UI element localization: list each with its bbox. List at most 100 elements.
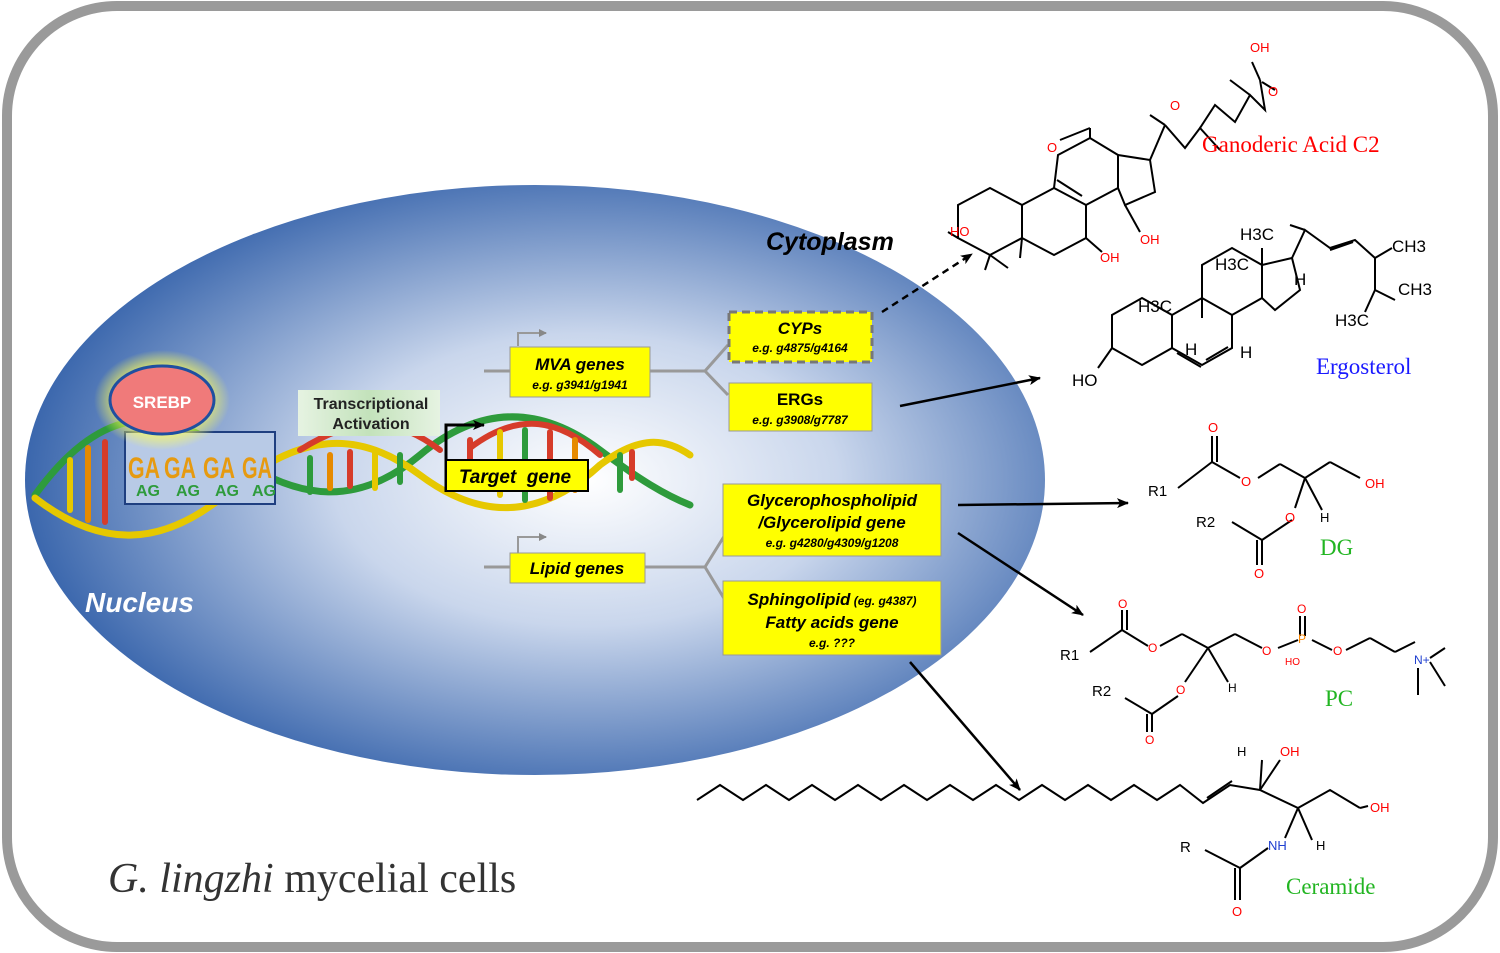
motif-top-4: GA xyxy=(242,452,272,485)
motif-bottom-2: AG xyxy=(176,483,200,500)
ganoderic-acid-structure xyxy=(947,61,1276,271)
motif-bottom-3: AG xyxy=(215,483,239,500)
pc-r2: R2 xyxy=(1092,683,1111,700)
pc-atom-labels: O O O O P O HO N+ O O H R1 R2 xyxy=(1060,597,1430,747)
ceramide-atom-labels: H OH OH NH H O R xyxy=(1180,744,1390,919)
ergosterol-atom-labels: H3C CH3 H3C H3C CH3 H3C HO H H H xyxy=(1072,225,1432,390)
gene-box-ergs: ERGs e.g. g3908/g7787 xyxy=(728,382,873,432)
glycero-line-1: Glycerophospholipid xyxy=(747,491,918,510)
ergosterol-ch3-lower: CH3 xyxy=(1398,280,1432,299)
ganoderic-o-ketone-side: O xyxy=(1170,98,1180,113)
mva-name: MVA genes xyxy=(535,355,625,374)
sphingo-line-2: Fatty acids gene xyxy=(765,613,898,632)
pc-o-phosphate-right: O xyxy=(1333,644,1342,658)
ceramide-r: R xyxy=(1180,839,1191,856)
glycero-example: e.g. g4280/g4309/g1208 xyxy=(766,536,899,550)
pc-h: H xyxy=(1228,681,1237,695)
motif-top-2: GA xyxy=(164,452,196,485)
arrow-ergs-to-ergosterol xyxy=(899,375,1041,408)
dg-o-mid: O xyxy=(1285,510,1295,525)
ergosterol-h3c-middle: H3C xyxy=(1215,255,1249,274)
ceramide-oh-top: OH xyxy=(1280,744,1300,759)
ergosterol-h3c-left: H3C xyxy=(1138,297,1172,316)
gene-box-sphingo: Sphingolipid (eg. g4387) Fatty acids gen… xyxy=(722,580,942,656)
pc-o-phosphate-top: O xyxy=(1297,602,1306,616)
motif-bottom-4: AG xyxy=(252,483,276,500)
pc-o-ester-1: O xyxy=(1148,641,1157,655)
motif-top-1: GA xyxy=(128,452,160,485)
ergosterol-ch3-right: CH3 xyxy=(1392,237,1426,256)
ceramide-o: O xyxy=(1232,904,1242,919)
arrow-glycero-to-pc xyxy=(957,531,1084,617)
motif-bottom-1: AG xyxy=(136,483,160,500)
dg-r2: R2 xyxy=(1196,514,1215,531)
svg-text:Sphingolipid (eg. g4387): Sphingolipid (eg. g4387) xyxy=(748,590,917,609)
srebp-binding-motif: GA GA GA GA AG AG AG AG xyxy=(124,431,276,505)
sphingo-example: e.g. ??? xyxy=(809,636,856,650)
dg-o-top: O xyxy=(1208,420,1218,435)
ceramide-structure xyxy=(696,759,1369,900)
pc-structure xyxy=(1089,610,1446,732)
target-gene-label: Target gene xyxy=(459,467,572,488)
glycero-line-2: /Glycerolipid gene xyxy=(757,513,905,532)
ceramide-nh: NH xyxy=(1268,838,1287,853)
ganoderic-atom-labels: OH O O O HO OH OH xyxy=(950,40,1278,265)
dg-oh: OH xyxy=(1365,476,1385,491)
mva-example: e.g. g3941/g1941 xyxy=(532,378,628,392)
ergosterol-label: Ergosterol xyxy=(1316,354,1411,379)
sphingo-name: Sphingolipid xyxy=(748,590,852,609)
pc-o-ester-2: O xyxy=(1262,644,1271,658)
activation-line-2: Activation xyxy=(332,416,409,433)
dg-label: DG xyxy=(1320,535,1353,560)
ergosterol-h3c-top: H3C xyxy=(1240,225,1274,244)
arrow-cyps-to-ganoderic xyxy=(881,252,973,314)
ganoderic-acid-label: Ganoderic Acid C2 xyxy=(1202,132,1380,157)
ergs-example: e.g. g3908/g7787 xyxy=(752,413,849,427)
cell-species: G. lingzhi xyxy=(108,856,274,902)
arrow-sphingo-to-ceramide xyxy=(909,661,1021,791)
cytoplasm-label: Cytoplasm xyxy=(766,228,894,256)
transcriptional-activation: Transcriptional Activation xyxy=(298,390,440,436)
cell-caption: G. lingzhi mycelial cells xyxy=(108,856,516,902)
activation-line-1: Transcriptional xyxy=(314,396,429,413)
dg-h: H xyxy=(1320,510,1329,525)
cyps-example: e.g. g4875/g4164 xyxy=(752,341,848,355)
dg-r1: R1 xyxy=(1148,483,1167,500)
gene-box-mva: MVA genes e.g. g3941/g1941 xyxy=(509,346,651,398)
ganoderic-oh-bottom: OH xyxy=(1100,250,1120,265)
dg-structure xyxy=(1177,436,1361,565)
ganoderic-o-ketone-ring: O xyxy=(1047,140,1057,155)
pc-label: PC xyxy=(1325,686,1353,711)
dna-helix xyxy=(31,413,694,539)
ergs-name: ERGs xyxy=(777,390,823,409)
ergosterol-h-1: H xyxy=(1294,270,1306,289)
cyps-name: CYPs xyxy=(778,319,822,338)
pc-r1: R1 xyxy=(1060,647,1079,664)
ergosterol-h-2: H xyxy=(1185,340,1197,359)
ergosterol-ho: HO xyxy=(1072,371,1098,390)
ganoderic-oh-right: OH xyxy=(1140,232,1160,247)
gene-box-cyps: CYPs e.g. g4875/g4164 xyxy=(727,310,874,364)
pc-ho: HO xyxy=(1285,657,1300,668)
pc-o-mid: O xyxy=(1176,683,1185,697)
arrow-glycero-to-dg xyxy=(957,498,1129,509)
ganoderic-ho-left: HO xyxy=(950,224,970,239)
pc-o-bottom: O xyxy=(1145,733,1154,747)
ergosterol-h3c-lower: H3C xyxy=(1335,311,1369,330)
ganoderic-o-acid: O xyxy=(1268,84,1278,99)
lipid-name: Lipid genes xyxy=(530,559,624,578)
pc-p: P xyxy=(1298,632,1306,646)
pathway-arrows xyxy=(881,252,1129,791)
ergosterol-h-3: H xyxy=(1240,343,1252,362)
srebp-label: SREBP xyxy=(133,393,192,412)
cell-suffix: mycelial cells xyxy=(274,856,517,902)
ganoderic-oh-top: OH xyxy=(1250,40,1270,55)
gene-box-lipid: Lipid genes xyxy=(509,552,646,584)
gene-box-glycero: Glycerophospholipid /Glycerolipid gene e… xyxy=(722,483,942,557)
srebp-protein: SREBP xyxy=(94,350,230,450)
ceramide-h-bottom: H xyxy=(1316,838,1325,853)
ceramide-label: Ceramide xyxy=(1286,874,1375,899)
target-gene: Target gene xyxy=(444,420,589,492)
ceramide-h-top: H xyxy=(1237,744,1246,759)
